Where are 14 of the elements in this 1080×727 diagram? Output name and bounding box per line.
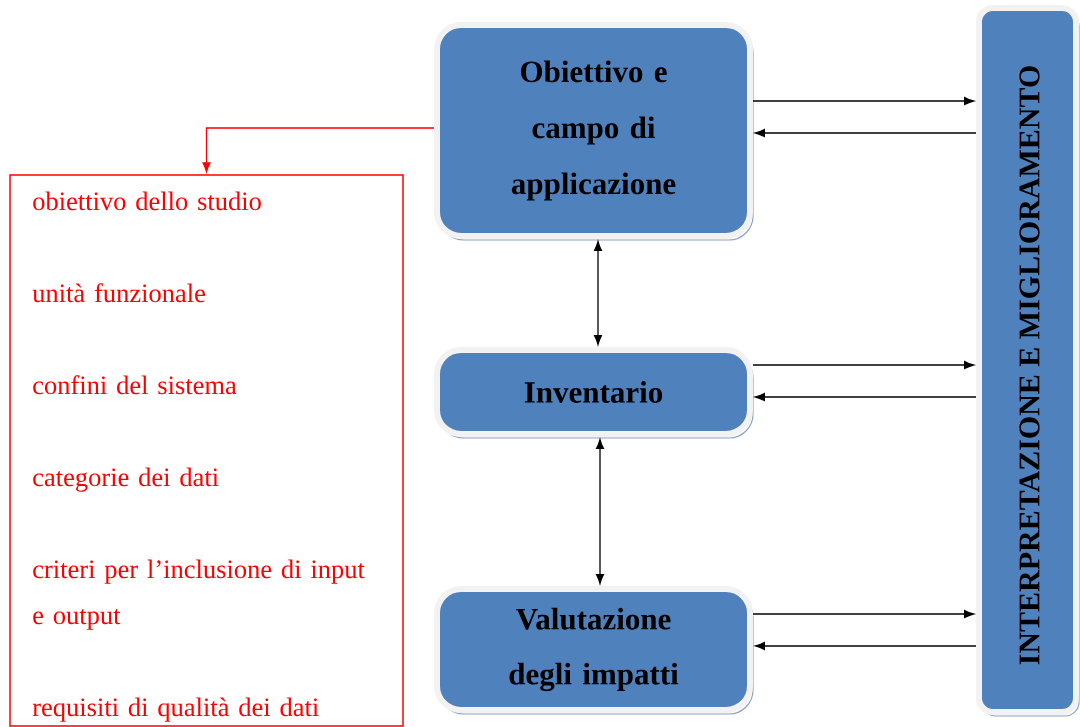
arrow (755, 393, 977, 401)
arrow (755, 129, 977, 137)
arrow (752, 610, 974, 618)
arrow (752, 96, 974, 105)
arrow (752, 361, 974, 369)
arrow (594, 241, 602, 345)
list-box: obiettivo dello studio unità funzionale confini del sistema categorie dei dati criteri per l’inclusione di input e output requisiti di qualità dei dati (9, 174, 404, 727)
arrow (755, 641, 977, 650)
arrow (596, 439, 604, 584)
arrow (202, 127, 435, 173)
process-box: Inventario (434, 347, 754, 439)
process-box: Valutazione degli impatti (434, 586, 754, 715)
process-box: Obiettivo e campo di applicazione (434, 22, 754, 241)
vertical-bar: INTERPRETAZIONE E MIGLIORAMENTO (976, 5, 1080, 717)
